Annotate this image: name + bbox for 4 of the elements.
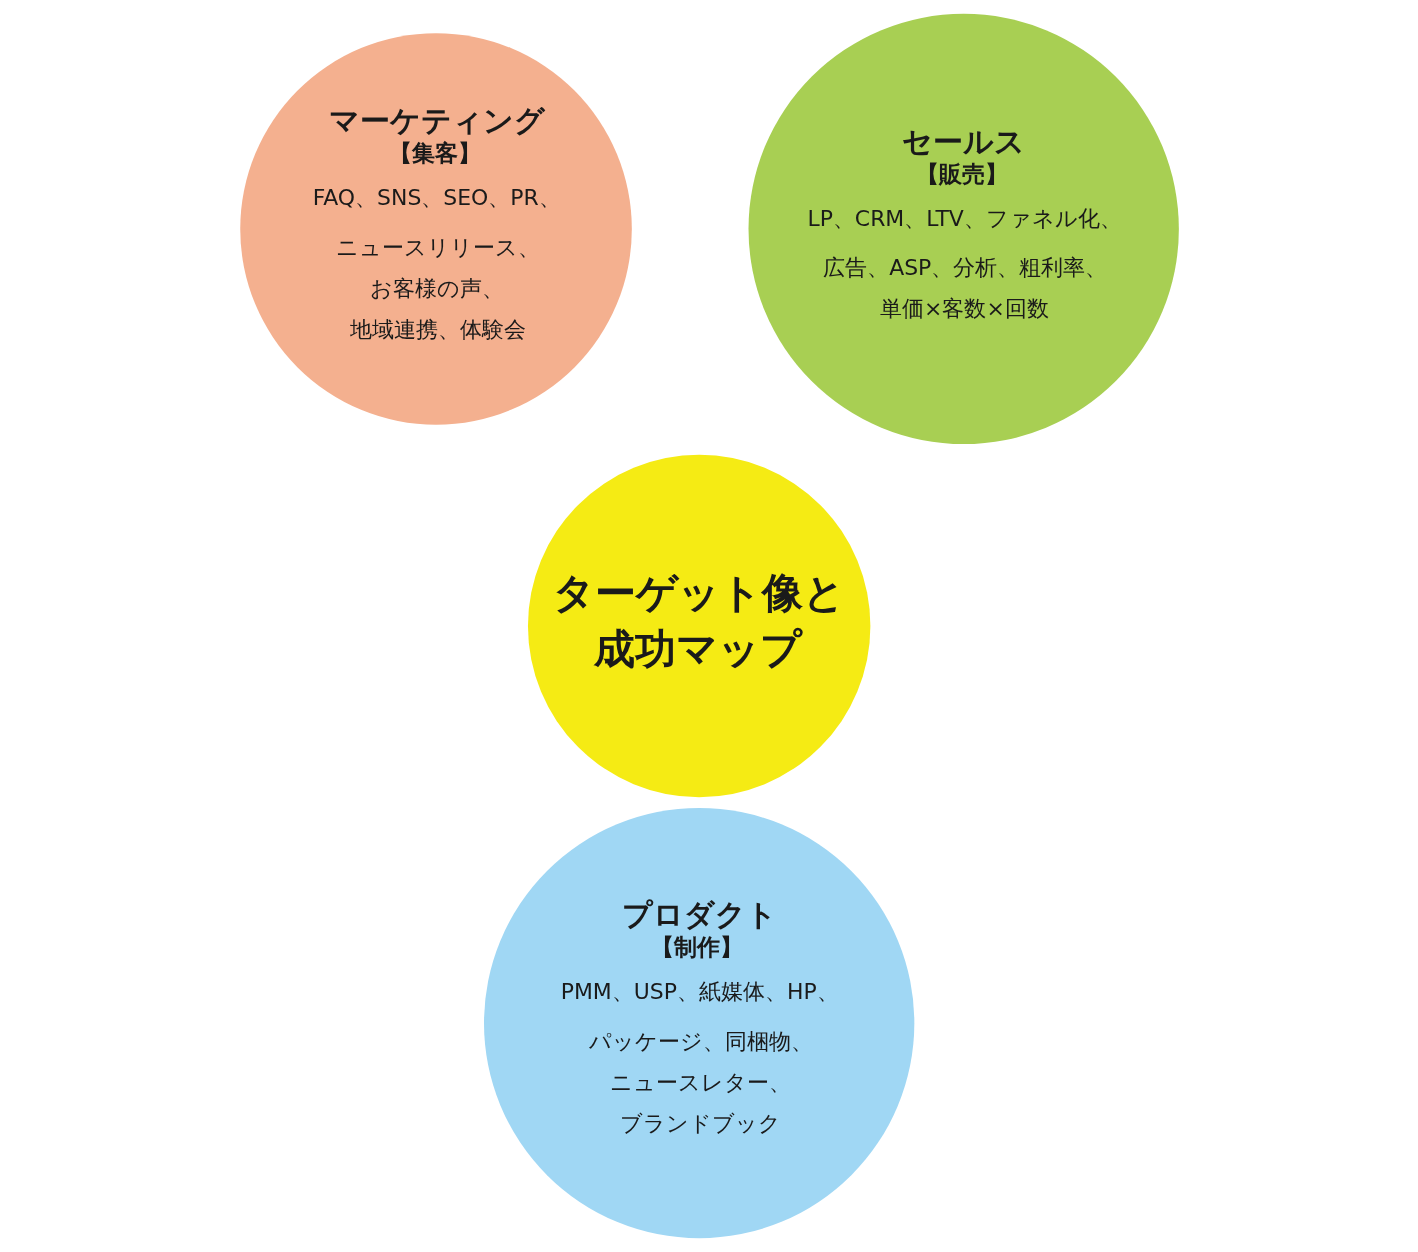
node-circle: マーケティング 【集客】 FAQ、SNS、SEO、PR、ニュースリリース、お客様の声、地域連携、体験会 [239, 33, 632, 425]
node-circle: セールス 【販売】 LP、CRM、LTV、ファネル化、広告、ASP、分析、粗利率、単価×客数×回数 [748, 13, 1179, 445]
node-circle: ターゲット像と成功マップ [527, 454, 870, 798]
node-circle: プロダクト 【制作】 PMM、USP、紙媒体、HP、パッケージ、同梱物、ニュースレター、ブランドブック [483, 807, 914, 1239]
